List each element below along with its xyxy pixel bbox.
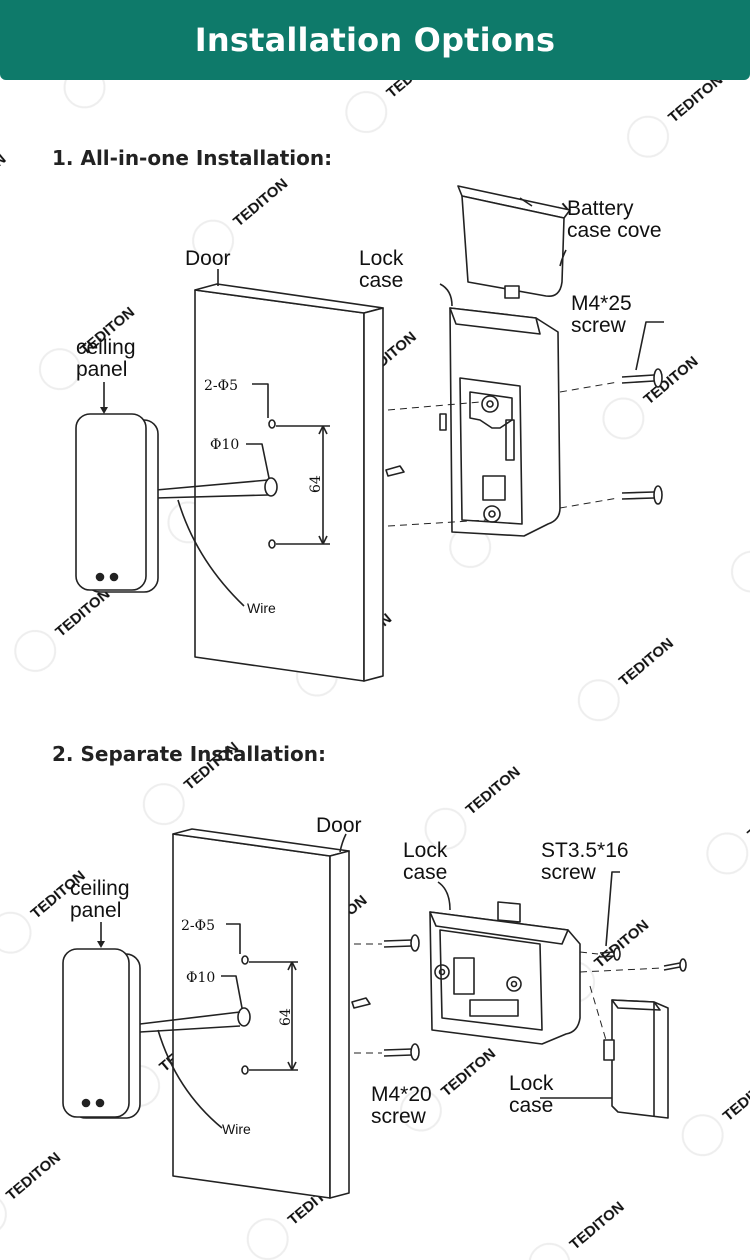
screw-m4-top	[383, 934, 420, 952]
label-panel-line2: panel	[70, 899, 121, 922]
screw-bottom	[621, 485, 663, 505]
label-lock-case-line2: case	[403, 861, 447, 884]
label-holes: 2-Φ5	[204, 378, 238, 394]
door-hole-top	[241, 955, 249, 965]
header-bar: Installation Options	[0, 0, 750, 80]
label-door: Door	[185, 247, 231, 270]
door-hole-bottom	[268, 539, 276, 549]
door-hole-wire	[264, 477, 278, 497]
ceiling-panel	[75, 413, 159, 593]
screw-st-left	[599, 947, 621, 961]
screw-m4-bottom	[383, 1043, 420, 1061]
label-wire: Wire	[222, 1121, 251, 1137]
label-panel-line1: ceiling	[76, 336, 136, 359]
section-title-separate: 2. Separate Installation:	[52, 742, 326, 766]
label-st-screw-line2: screw	[541, 861, 597, 884]
label-wire-hole: Φ10	[210, 437, 239, 453]
label-battery-case-line1: Lock	[509, 1072, 554, 1095]
ceiling-panel	[62, 948, 141, 1119]
door-hole-top	[268, 419, 276, 429]
label-holes: 2-Φ5	[181, 918, 215, 934]
door-hole-wire	[237, 1007, 251, 1027]
label-lock-case-line2: case	[359, 269, 403, 292]
battery-cover	[457, 185, 571, 299]
label-door: Door	[316, 814, 362, 837]
door-panel	[194, 283, 384, 682]
lock-case-body	[439, 307, 561, 537]
label-st-screw-line1: ST3.5*16	[541, 839, 629, 862]
wire-cable	[155, 465, 405, 499]
door-hole-bottom	[241, 1065, 249, 1075]
label-battery-line1: Battery	[567, 197, 634, 220]
wire-cable	[139, 997, 371, 1033]
label-panel-line2: panel	[76, 358, 127, 381]
section-title-all-in-one: 1. All-in-one Installation:	[52, 146, 333, 170]
label-m4-screw-line1: M4*20	[371, 1083, 432, 1106]
label-lock-case-line1: Lock	[359, 247, 404, 270]
screw-st-right	[663, 958, 687, 972]
screw-top	[621, 368, 663, 388]
label-wire: Wire	[247, 600, 276, 616]
label-screw-line2: screw	[571, 314, 627, 337]
label-battery-case-line2: case	[509, 1094, 553, 1117]
all-in-one-diagram: Door Lock case Battery case cove M4*25 s…	[75, 185, 664, 682]
label-m4-screw-line2: screw	[371, 1105, 427, 1128]
label-wire-hole: Φ10	[186, 970, 215, 986]
door-panel	[172, 828, 350, 1199]
separate-diagram: Door Lock case ST3.5*16 screw ceiling pa…	[62, 814, 687, 1199]
label-battery-line2: case cove	[567, 219, 662, 242]
label-dimension: 64	[278, 1008, 294, 1026]
battery-case	[603, 999, 669, 1119]
label-screw-line1: M4*25	[571, 292, 632, 315]
label-dimension: 64	[308, 475, 324, 493]
lock-case-body	[429, 901, 581, 1045]
label-panel-line1: ceiling	[70, 877, 130, 900]
label-lock-case-line1: Lock	[403, 839, 448, 862]
page-title: Installation Options	[194, 21, 556, 59]
